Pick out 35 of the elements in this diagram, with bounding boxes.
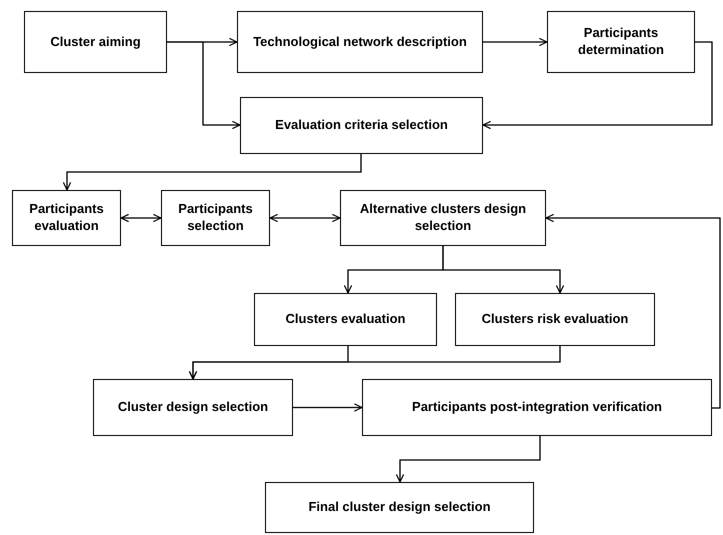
step-label: Participants selection (177, 201, 254, 235)
arrow (442, 246, 564, 294)
step-label: Cluster design selection (118, 399, 268, 416)
process-box (455, 293, 655, 346)
step-label: Alternative clusters design selection (358, 201, 528, 235)
arrow (293, 403, 363, 412)
process-box (12, 190, 121, 246)
process-box (362, 379, 712, 436)
step-label: Cluster aiming (50, 34, 141, 50)
process-box (161, 190, 270, 246)
process-box (340, 190, 546, 246)
process-box (240, 97, 483, 154)
process-box (93, 379, 293, 436)
step-label: Clusters risk evaluation (482, 311, 628, 328)
process-box (254, 293, 437, 346)
step-label: Clusters evaluation (286, 311, 406, 328)
step-label: Evaluation criteria selection (275, 117, 448, 134)
process-box (547, 11, 695, 73)
step-label: Participants evaluation (28, 201, 105, 235)
step-label: Participants determination (577, 25, 665, 59)
arrow (120, 214, 162, 222)
process-box (237, 11, 483, 73)
arrow (269, 214, 341, 222)
arrow (482, 41, 713, 130)
arrow (62, 154, 362, 191)
arrow (396, 436, 541, 483)
arrow (545, 214, 721, 409)
step-label: Technological network description (253, 34, 467, 50)
process-box (24, 11, 167, 73)
arrow (188, 346, 561, 380)
process-box (265, 482, 534, 533)
arrow (167, 41, 241, 130)
arrow (483, 38, 548, 46)
step-label: Participants post-integration verification (412, 399, 662, 416)
step-label: Final cluster design selection (308, 499, 491, 516)
